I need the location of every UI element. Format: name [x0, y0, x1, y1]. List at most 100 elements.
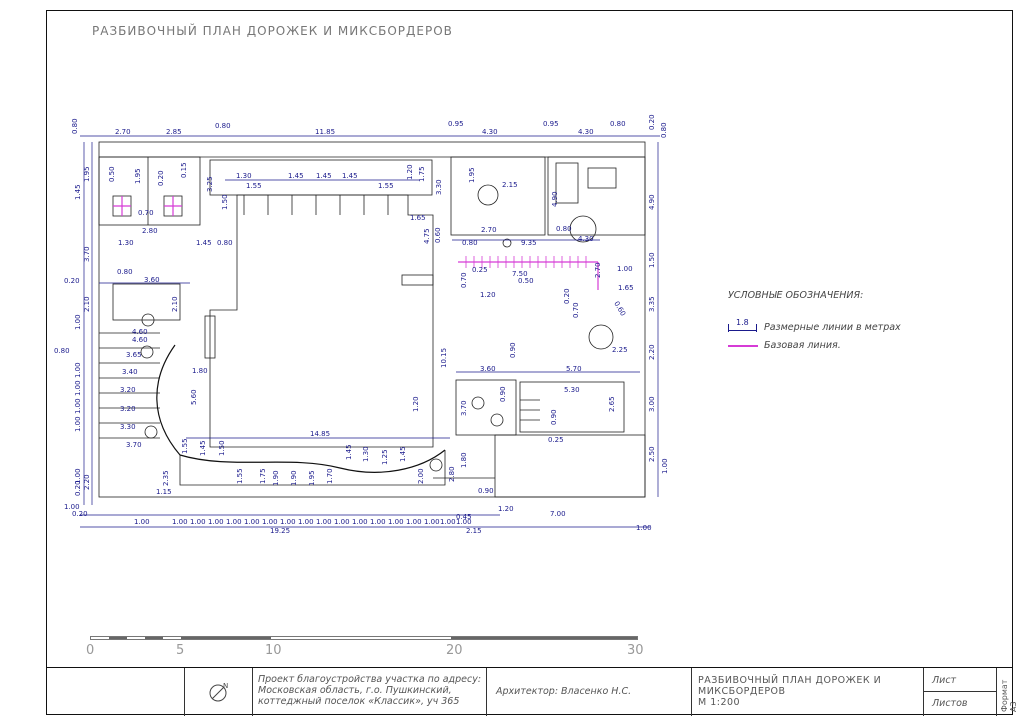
dim-label: 3.40 [122, 368, 138, 376]
dim-label: 2.25 [612, 346, 628, 354]
dim-label: 0.90 [509, 342, 517, 358]
dim-label: 0.20 [72, 510, 88, 518]
dim-label: 1.00 [74, 416, 82, 432]
dim-label: 0.80 [54, 347, 70, 355]
drawing-scale: М 1:200 [698, 697, 741, 708]
dim-label: 9.35 [521, 239, 537, 247]
legend-heading: УСЛОВНЫЕ ОБОЗНАЧЕНИЯ: [728, 290, 864, 301]
dim-label: 3.70 [126, 441, 142, 449]
drawing-title: РАЗБИВОЧНЫЙ ПЛАН ДОРОЖЕК И МИКСБОРДЕРОВ … [698, 675, 918, 708]
dim-label: 1.95 [134, 168, 142, 184]
dim-label: 1.00 [280, 518, 296, 526]
dim-label: 1.30 [362, 446, 370, 462]
dim-label: 2.65 [608, 396, 616, 412]
dim-label: 3.70 [460, 400, 468, 416]
dim-label: 0.80 [217, 239, 233, 247]
project-description: Проект благоустройства участка по адресу… [258, 674, 484, 707]
sheet-frame [46, 10, 1013, 715]
dimension-lines [80, 135, 660, 528]
dim-label: 1.20 [498, 505, 514, 513]
dim-label: 0.50 [518, 277, 534, 285]
dim-label: 1.65 [618, 284, 634, 292]
dim-label: 4.30 [482, 128, 498, 136]
scale-label: 10 [265, 643, 282, 658]
dim-label: 0.60 [434, 227, 442, 243]
dim-label: 3.30 [435, 179, 443, 195]
sheet-label: Лист [932, 675, 957, 686]
dim-label: 1.00 [244, 518, 260, 526]
dim-label: 1.00 [298, 518, 314, 526]
scale-label: 30 [627, 643, 644, 658]
dim-label: 2.15 [466, 527, 482, 535]
dim-label: 3.60 [480, 365, 496, 373]
dim-label: 2.15 [502, 181, 518, 189]
dim-label: 2.80 [142, 227, 158, 235]
dim-label: 1.55 [236, 468, 244, 484]
dim-label: 1.00 [172, 518, 188, 526]
dim-label: 1.00 [440, 518, 456, 526]
dim-label: 4.30 [578, 235, 594, 243]
dim-label: 0.90 [499, 386, 507, 402]
dim-label: 1.00 [208, 518, 224, 526]
dim-label: 0.60 [612, 300, 627, 318]
dim-label: 3.25 [206, 176, 214, 192]
dim-label: 0.70 [572, 302, 580, 318]
dim-label: 1.50 [221, 194, 229, 210]
legend-base-text: Базовая линия. [764, 340, 841, 351]
dim-label: 7.00 [550, 510, 566, 518]
plan-geometry [98, 141, 646, 498]
scale-bar [90, 636, 638, 640]
dim-label: 1.00 [74, 398, 82, 414]
dim-label: 1.00 [636, 524, 652, 532]
dim-label: 1.20 [406, 164, 414, 180]
dim-label: 0.80 [610, 120, 626, 128]
dim-label: 0.50 [108, 166, 116, 182]
dim-label: 0.80 [462, 239, 478, 247]
dim-label: 4.90 [551, 191, 559, 207]
dim-label: 1.20 [480, 291, 496, 299]
drawing-title-line: МИКСБОРДЕРОВ [698, 686, 786, 697]
dim-label: 1.95 [83, 166, 91, 182]
svg-text:N: N [223, 682, 228, 690]
dim-label: 1.80 [192, 367, 208, 375]
sheets-label: Листов [932, 698, 968, 709]
dim-label: 1.00 [74, 362, 82, 378]
house-outline [209, 194, 434, 448]
project-line: Московская область, г.о. Пушкинский, [258, 685, 452, 696]
dim-label: 0.90 [550, 409, 558, 425]
dim-label: 1.45 [196, 239, 212, 247]
dim-label: 11.85 [315, 128, 335, 136]
dim-label: 1.00 [388, 518, 404, 526]
dim-label: 1.00 [424, 518, 440, 526]
dim-label: 5.30 [564, 386, 580, 394]
dimension-line-symbol: 1.8 [728, 318, 758, 332]
dim-label: 0.20 [563, 288, 571, 304]
dim-label: 0.95 [543, 120, 559, 128]
dim-label: 0.70 [460, 272, 468, 288]
dim-label: 1.70 [326, 468, 334, 484]
title-block: N Проект благоустройства участка по адре… [46, 667, 1018, 716]
dim-label: 4.90 [648, 194, 656, 210]
dim-label: 3.20 [120, 386, 136, 394]
dim-label: 2.70 [594, 262, 602, 278]
dim-label: 2.20 [83, 474, 91, 490]
dim-label: 1.00 [226, 518, 242, 526]
base-ticks [465, 256, 587, 268]
dim-label: 2.50 [648, 446, 656, 462]
scale-label: 20 [446, 643, 463, 658]
dim-label: 2.70 [481, 226, 497, 234]
dim-label: 4.75 [423, 228, 431, 244]
architect: Архитектор: Власенко Н.С. [496, 686, 632, 697]
dim-label: 3.70 [83, 246, 91, 262]
dim-label: 1.00 [74, 468, 82, 484]
dim-label: 0.25 [472, 266, 488, 274]
dim-label: 0.45 [456, 513, 472, 521]
dim-labels-bottom: 1.00 1.00 1.00 1.00 1.00 1.00 1.00 1.00 … [134, 487, 652, 535]
base-lines [113, 196, 599, 290]
dim-label: 1.95 [308, 470, 316, 486]
dim-label: 1.65 [410, 214, 426, 222]
dim-label: 1.45 [288, 172, 304, 180]
dim-label: 1.25 [381, 449, 389, 465]
dim-label: 0.70 [138, 209, 154, 217]
